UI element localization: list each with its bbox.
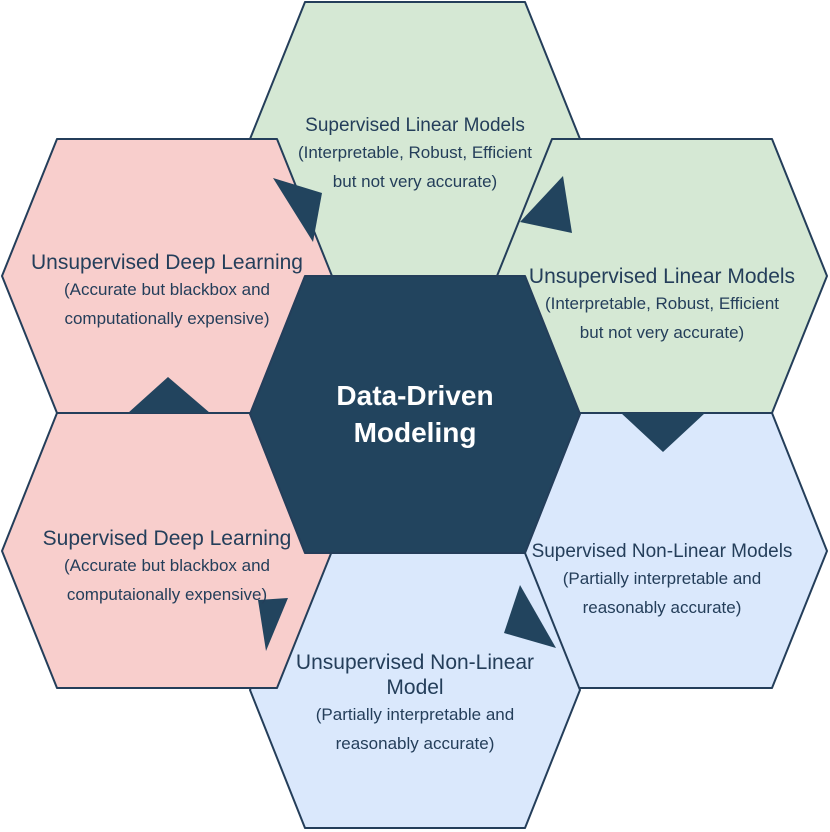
label-unsupervised-linear: Unsupervised Linear Models (Interpretabl…	[497, 264, 827, 347]
arrow-unsup-linear-to-nonlinear	[621, 413, 705, 452]
center-label: Data-Driven Modeling	[305, 377, 525, 451]
arrow-linear-to-unsup-linear	[520, 176, 572, 233]
unsupervised-nonlinear-desc2: reasonably accurate)	[335, 734, 495, 753]
label-supervised-linear: Supervised Linear Models (Interpretable,…	[250, 114, 580, 196]
supervised-deep-title: Supervised Deep Learning	[42, 527, 292, 550]
hex-center[interactable]	[249, 275, 581, 554]
supervised-linear-title: Supervised Linear Models	[305, 115, 525, 136]
label-supervised-deep: Supervised Deep Learning (Accurate but b…	[2, 526, 332, 609]
label-supervised-nonlinear: Supervised Non-Linear Models (Partially …	[497, 540, 827, 622]
label-unsupervised-nonlinear: Unsupervised Non-Linear Model (Partially…	[250, 650, 580, 758]
unsupervised-linear-title: Unsupervised Linear Models	[528, 265, 796, 288]
unsupervised-deep-desc2: computationally expensive)	[64, 309, 270, 328]
unsupervised-linear-desc1: (Interpretable, Robust, Efficient	[544, 294, 780, 313]
supervised-nonlinear-title: Supervised Non-Linear Models	[531, 541, 793, 562]
center-label-line1: Data-Driven	[336, 380, 494, 411]
supervised-linear-desc2: but not very accurate)	[332, 172, 498, 191]
supervised-deep-desc2: computaionally expensive)	[66, 585, 268, 604]
arrow-nonlinear-to-unsup-nonlinear	[504, 585, 556, 648]
arrow-deep-to-linear	[273, 178, 322, 242]
unsupervised-linear-desc2: but not very accurate)	[579, 323, 745, 342]
arrow-deep-to-unsup-deep	[128, 377, 210, 413]
center-label-line2: Modeling	[353, 417, 477, 448]
unsupervised-deep-title: Unsupervised Deep Learning	[30, 251, 303, 274]
unsupervised-deep-desc1: (Accurate but blackbox and	[63, 280, 270, 299]
supervised-nonlinear-desc2: reasonably accurate)	[582, 598, 742, 617]
arrow-unsup-nonlinear-to-deep	[258, 598, 288, 651]
label-unsupervised-deep: Unsupervised Deep Learning (Accurate but…	[2, 250, 332, 333]
unsupervised-nonlinear-desc1: (Partially interpretable and	[315, 705, 515, 724]
unsupervised-nonlinear-title1: Unsupervised Non-Linear	[295, 651, 535, 674]
unsupervised-nonlinear-title2: Model	[386, 676, 444, 699]
supervised-nonlinear-desc1: (Partially interpretable and	[562, 569, 762, 588]
supervised-deep-desc1: (Accurate but blackbox and	[63, 556, 270, 575]
supervised-linear-desc1: (Interpretable, Robust, Efficient	[297, 143, 533, 162]
